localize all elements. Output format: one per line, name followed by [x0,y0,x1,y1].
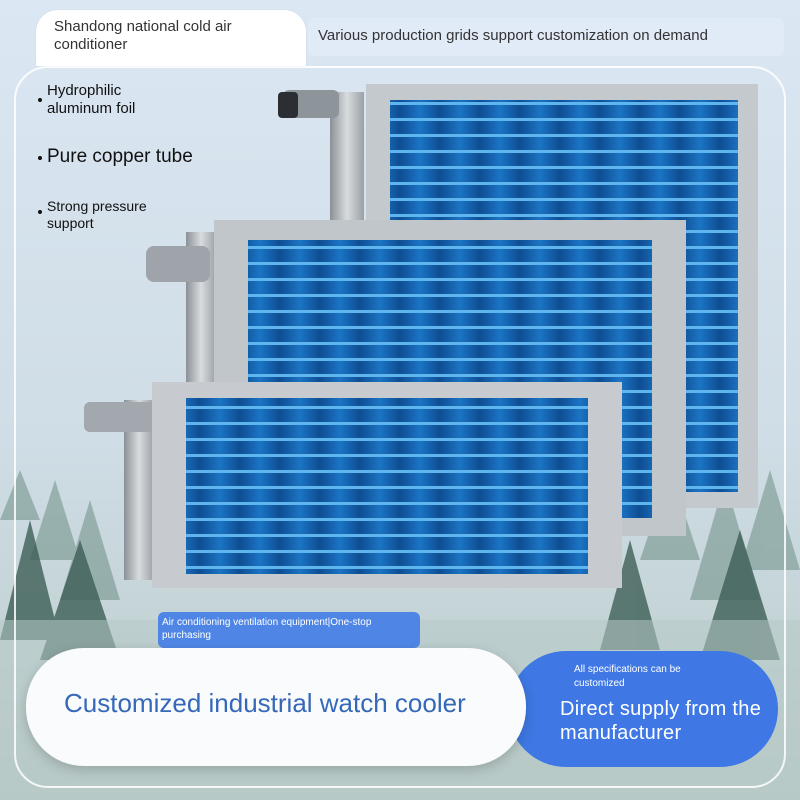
tagline-bar: Various production grids support customi… [308,18,784,56]
brand-tab: Shandong national cold air conditioner [36,10,306,66]
bullet-dot-icon [38,156,42,160]
category-chip-text: Air conditioning ventilation equipment|O… [162,617,372,641]
category-chip: Air conditioning ventilation equipment|O… [158,612,420,648]
spec-note: All specifications can be customized [574,664,681,689]
supply-badge: All specifications can be customized Dir… [508,651,778,767]
supply-text: Direct supply from the manufacturer [560,698,762,744]
feature-label: Pure copper tube [47,146,193,167]
product-title: Customized industrial watch cooler [64,688,466,718]
product-title-pill: Customized industrial watch cooler [26,648,526,766]
bullet-dot-icon [38,210,42,214]
brand-text: Shandong national cold air conditioner [54,18,232,53]
bullet-dot-icon [38,98,42,102]
content-frame [14,66,786,788]
feature-label: Strong pressure support [47,198,147,231]
tagline-text: Various production grids support customi… [318,27,708,44]
coil-unit-small-icon [84,382,622,588]
feature-label: Hydrophilic aluminum foil [47,82,136,117]
